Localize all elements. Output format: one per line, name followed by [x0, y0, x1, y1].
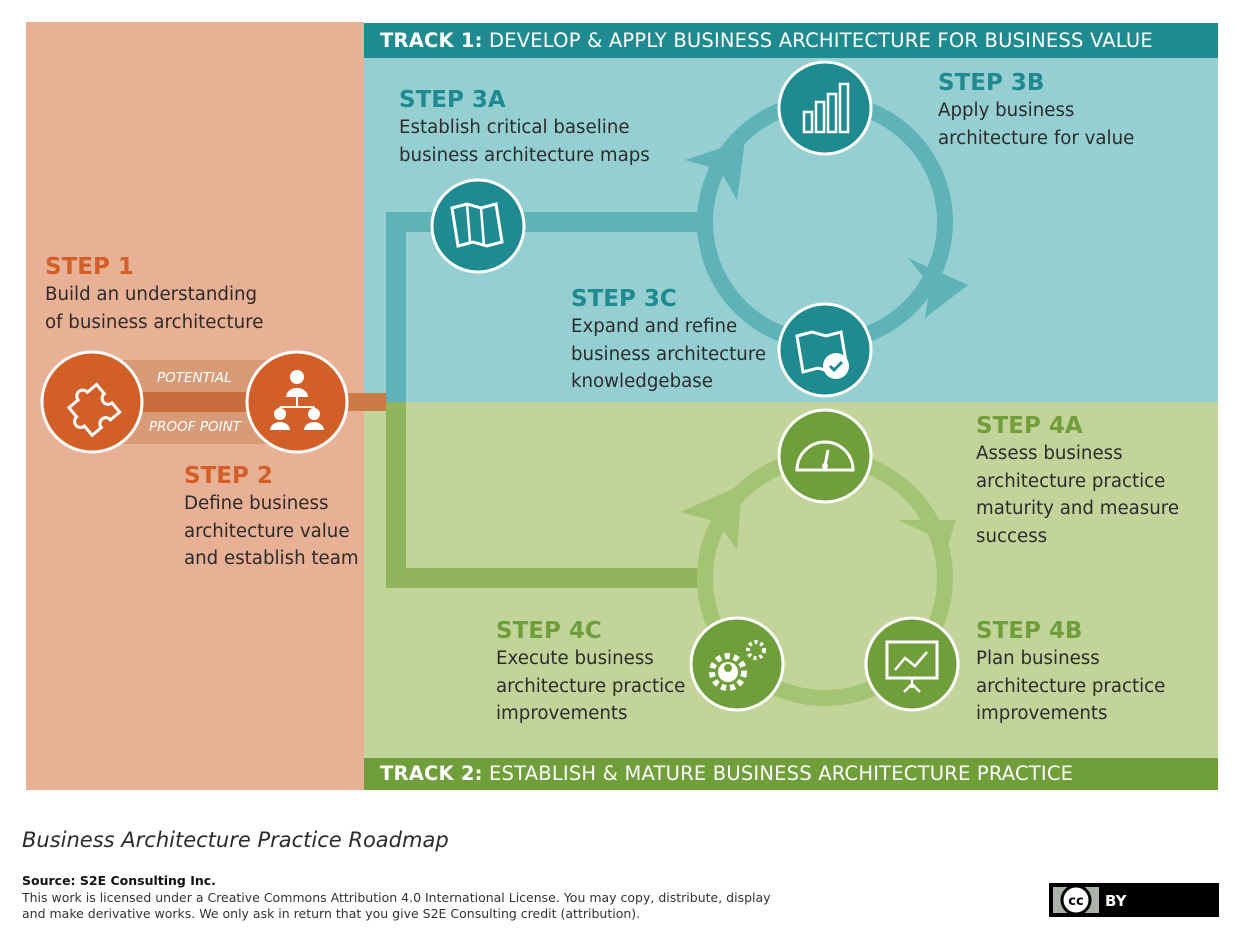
step4c-line: Execute business — [496, 648, 654, 669]
track2-banner: TRACK 2: ESTABLISH & MATURE BUSINESS ARC… — [364, 758, 1218, 790]
step3b-line: Apply business — [938, 100, 1075, 121]
step4c-block: STEP 4C Execute business architecture pr… — [496, 617, 685, 728]
step4c-line: architecture practice — [496, 675, 686, 697]
step4a-line: maturity and measure — [976, 498, 1180, 519]
step3b-title: STEP 3B — [938, 70, 1045, 96]
source-line: Source: S2E Consulting Inc. — [22, 873, 216, 888]
step4a-title: STEP 4A — [976, 413, 1083, 439]
proof-point-label: PROOF POINT — [149, 419, 241, 435]
figure-caption: Business Architecture Practice Roadmap — [22, 828, 449, 852]
step3a-title: STEP 3A — [399, 87, 506, 113]
map-icon — [430, 178, 526, 274]
step4a-line: Assess business — [976, 443, 1123, 464]
track1-banner: TRACK 1: DEVELOP & APPLY BUSINESS ARCHIT… — [364, 23, 1218, 58]
track1-connector — [386, 212, 700, 402]
step4a-line: success — [976, 525, 1048, 547]
license-text-line: This work is licensed under a Creative C… — [22, 890, 771, 905]
step3c-line: Expand and refine — [571, 316, 738, 337]
cc-by-graphic: cc BY — [1049, 883, 1219, 917]
step3a-line: business architecture maps — [399, 144, 650, 166]
step1-title: STEP 1 — [45, 254, 134, 280]
cycle-arrow-right-2-icon — [898, 520, 956, 555]
step4b-line: Plan business — [976, 648, 1100, 669]
step2-block: STEP 2 Define business architecture valu… — [184, 462, 359, 573]
cycle-arrow-left-icon — [685, 140, 745, 200]
track1-title: DEVELOP & APPLY BUSINESS ARCHITECTURE FO… — [489, 29, 1153, 52]
map-check-icon — [777, 302, 873, 398]
gears-person-icon — [689, 616, 785, 712]
step3c-line: knowledgebase — [571, 371, 713, 392]
orange-connector — [340, 393, 386, 411]
license-text-line: and make derivative works. We only ask i… — [22, 906, 641, 921]
step4c-title: STEP 4C — [496, 618, 602, 644]
step2-line: architecture value — [184, 520, 350, 542]
step1-line: of business architecture — [45, 311, 264, 333]
cycle-arrow-right-icon — [908, 258, 968, 318]
step4a-block: STEP 4A Assess business architecture pra… — [976, 412, 1179, 550]
track2-title: ESTABLISH & MATURE BUSINESS ARCHITECTURE… — [489, 762, 1074, 785]
cc-icon: cc — [1068, 894, 1083, 909]
step2-title: STEP 2 — [184, 463, 273, 489]
step4c-line: improvements — [496, 703, 628, 724]
step4b-title: STEP 4B — [976, 618, 1083, 644]
presentation-chart-icon — [864, 616, 960, 712]
track1-label: TRACK 1: — [380, 29, 483, 52]
gauge-icon — [777, 408, 873, 504]
step1-line: Build an understanding — [45, 284, 258, 305]
step3b-line: architecture for value — [938, 127, 1135, 149]
track2-label: TRACK 2: — [380, 762, 483, 785]
step4b-line: improvements — [976, 703, 1108, 724]
step2-line: Define business — [184, 493, 329, 514]
step4b-block: STEP 4B Plan business architecture pract… — [976, 617, 1165, 728]
cycle-arrow-left-2-icon — [680, 485, 742, 550]
cc-by-badge[interactable]: cc BY — [1049, 883, 1219, 917]
step3c-line: business architecture — [571, 343, 767, 365]
step3b-block: STEP 3B Apply business architecture for … — [938, 69, 1134, 152]
step2-line: and establish team — [184, 548, 359, 569]
bar-chart-icon — [777, 60, 873, 156]
step3a-block: STEP 3A Establish critical baseline busi… — [399, 86, 650, 169]
org-team-icon — [245, 350, 349, 454]
puzzle-icon — [40, 350, 144, 454]
track2-connector — [386, 402, 700, 588]
step3c-block: STEP 3C Expand and refine business archi… — [571, 285, 766, 396]
by-label: BY — [1105, 892, 1128, 910]
step4a-line: architecture practice — [976, 470, 1166, 492]
potential-label: POTENTIAL — [157, 370, 232, 386]
step3c-title: STEP 3C — [571, 286, 677, 312]
step3a-line: Establish critical baseline — [399, 117, 630, 138]
step1-block: STEP 1 Build an understanding of busines… — [45, 253, 263, 336]
step4b-line: architecture practice — [976, 675, 1166, 697]
